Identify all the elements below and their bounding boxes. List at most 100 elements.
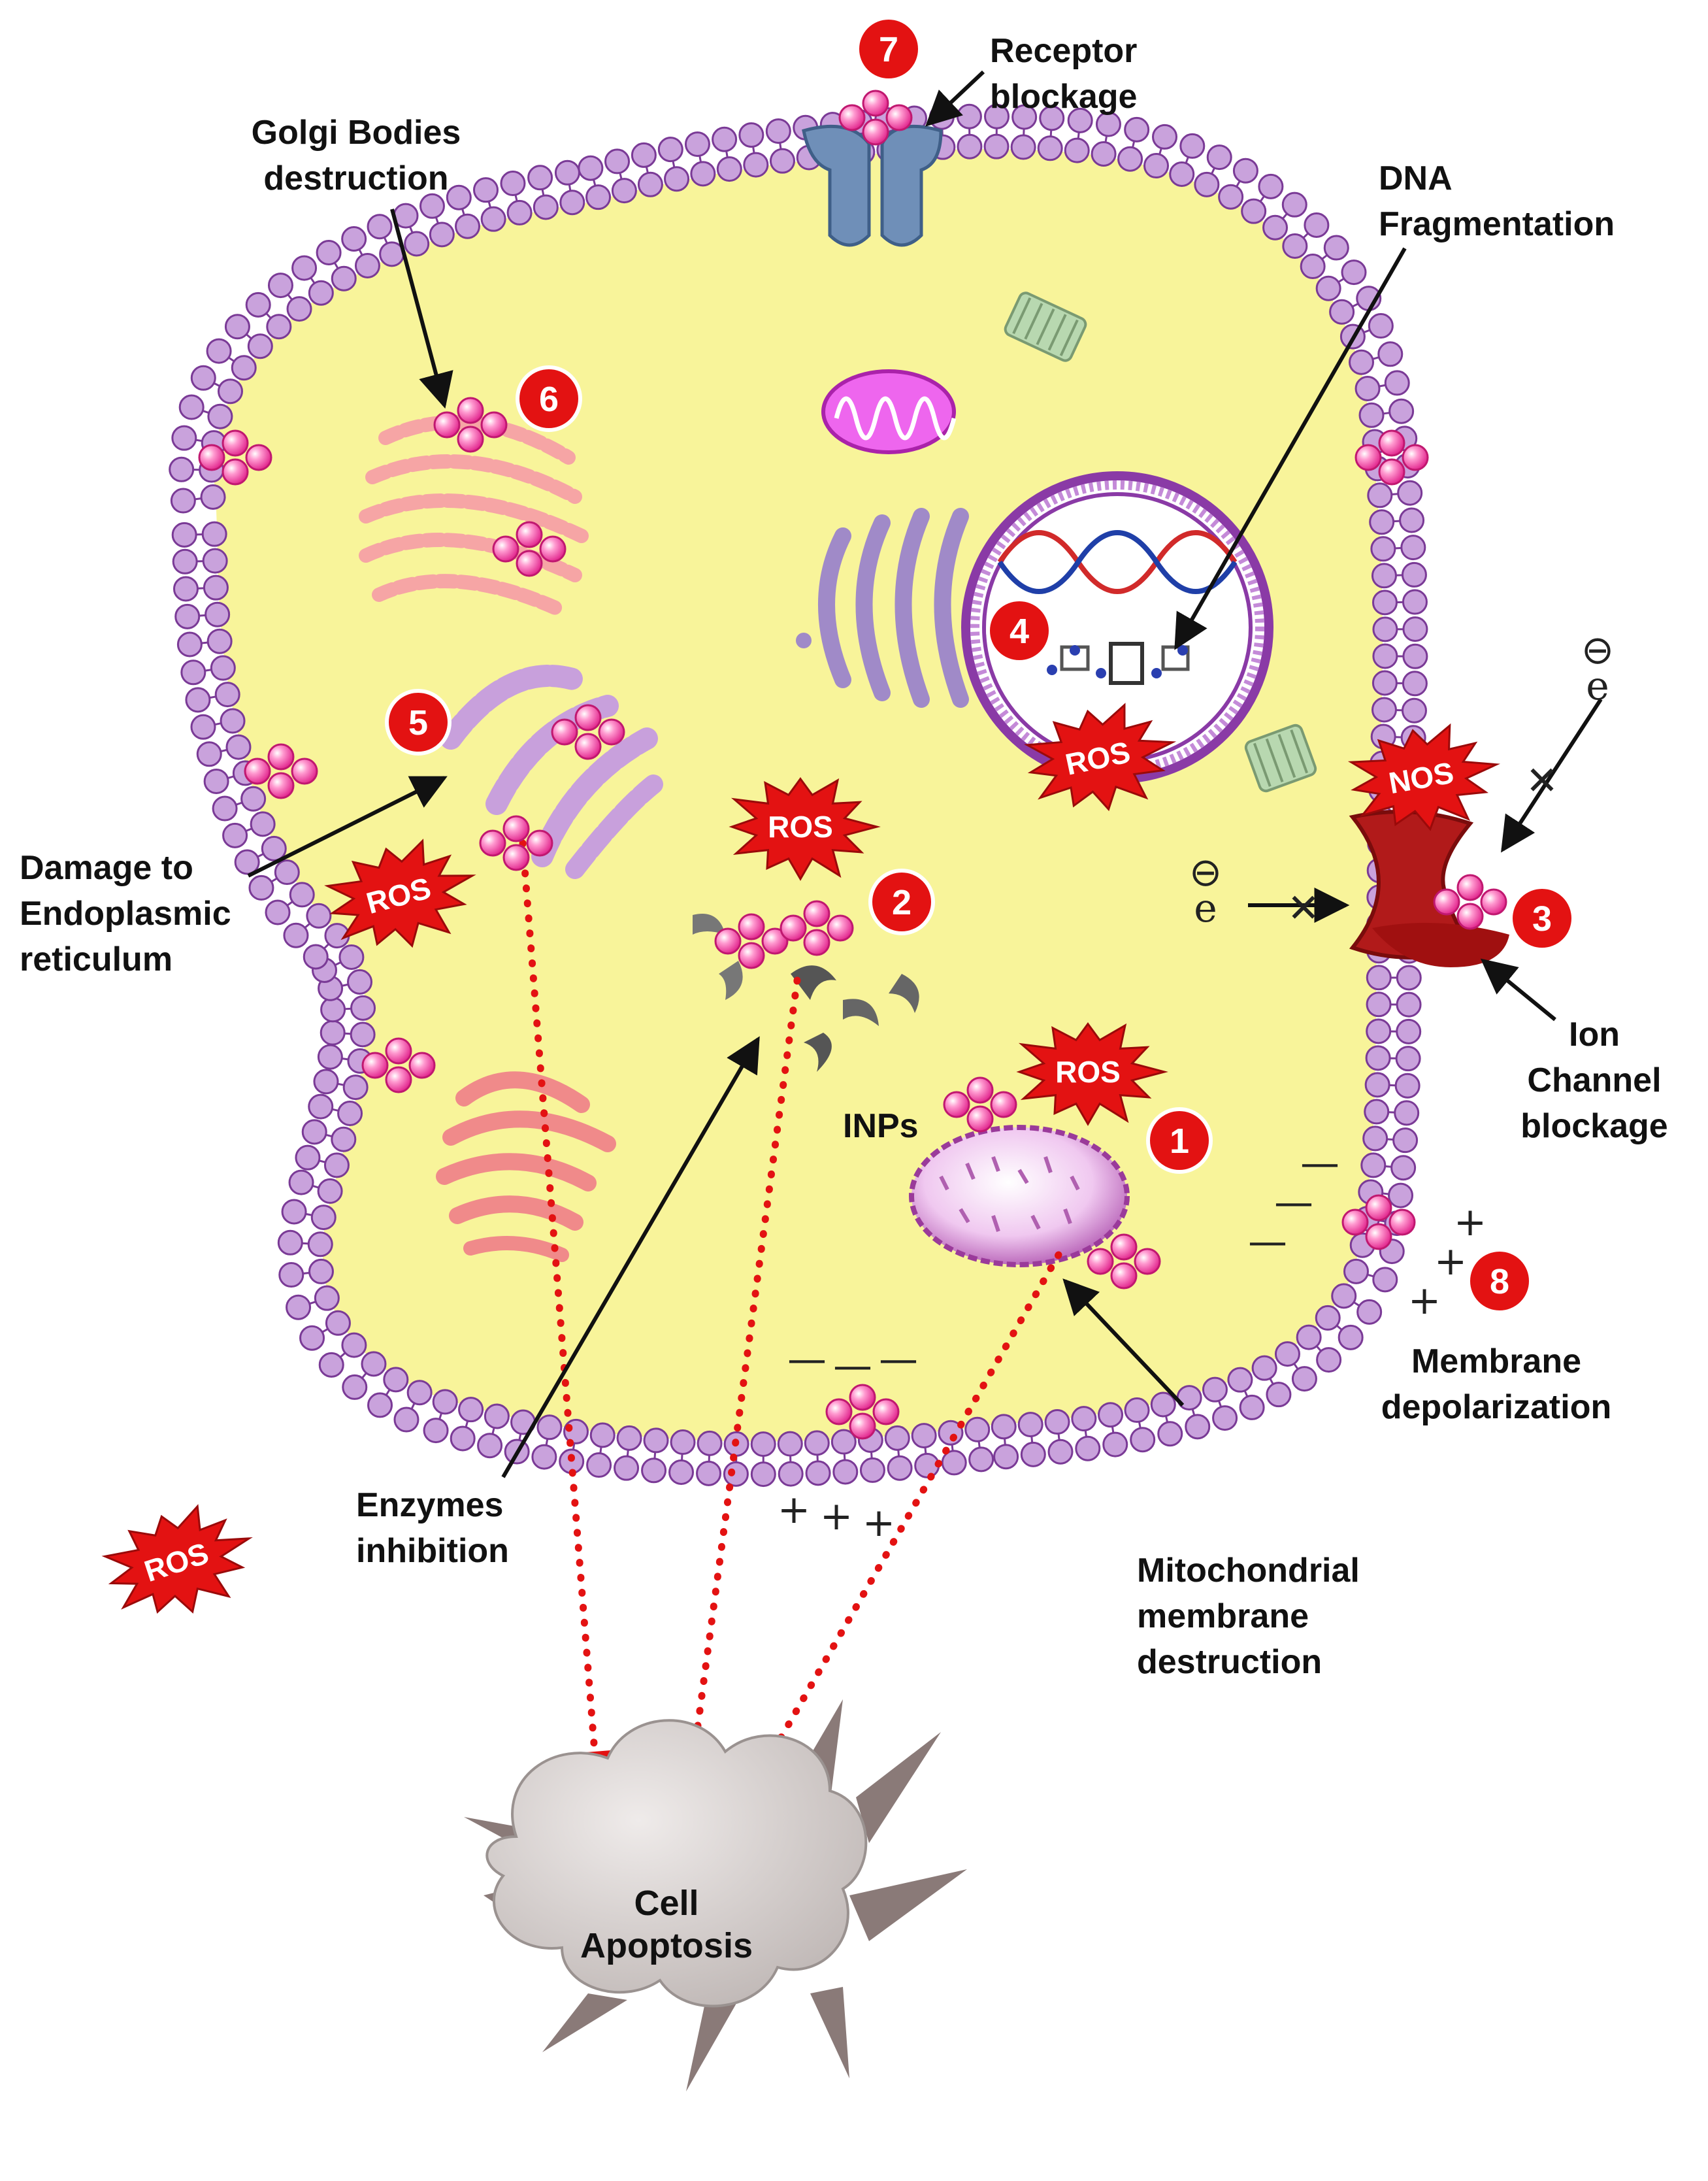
step-badge-3: 3	[1511, 887, 1573, 950]
nanoparticle	[363, 1053, 387, 1078]
nanoparticle	[827, 1399, 851, 1424]
lipid-head	[1373, 644, 1397, 668]
lipid-head	[1356, 376, 1379, 400]
lipid-head	[290, 883, 314, 907]
lipid-head	[806, 1461, 830, 1485]
lipid-head	[325, 1154, 348, 1177]
apoptosis-label: Cell	[634, 1884, 698, 1923]
nanoparticle	[968, 1078, 993, 1103]
lipid-head	[565, 1420, 588, 1443]
lipid-head	[751, 1463, 775, 1486]
ros-label: ROS	[1055, 1055, 1121, 1089]
nanoparticle	[739, 914, 764, 939]
nanoparticle	[269, 744, 293, 769]
lipid-head	[174, 577, 197, 601]
nanoparticle	[576, 734, 600, 759]
lipid-head	[1345, 1259, 1368, 1283]
lipid-head	[172, 523, 196, 546]
lipid-head	[691, 162, 715, 186]
lipid-head	[447, 186, 470, 209]
lipid-head	[533, 1445, 556, 1469]
lipid-head	[1317, 1348, 1341, 1372]
lipid-head	[1045, 1410, 1069, 1434]
lipid-head	[332, 1127, 355, 1151]
lipid-head	[478, 1434, 502, 1457]
lipid-head	[1330, 300, 1354, 324]
er-label: reticulum	[20, 941, 172, 978]
nanoparticle	[804, 930, 829, 955]
nanoparticle	[991, 1092, 1016, 1117]
lipid-head	[779, 1462, 802, 1486]
lipid-head	[529, 166, 552, 190]
lipid-head	[362, 1352, 386, 1376]
plus-sign: +	[862, 1500, 895, 1546]
lipid-head	[307, 904, 331, 927]
lipid-head	[1292, 1367, 1316, 1391]
lipid-head	[248, 335, 272, 358]
lipid-head	[1403, 672, 1426, 695]
nanoparticle	[874, 1399, 898, 1424]
golgi-label: destruction	[263, 159, 448, 197]
lipid-head	[482, 207, 505, 231]
lipid-head	[172, 426, 196, 450]
step-badge-1: 1	[1148, 1109, 1211, 1172]
lipid-head	[1362, 1154, 1385, 1177]
lipid-head	[1283, 193, 1306, 216]
nanoparticle	[386, 1067, 411, 1092]
lipid-head	[191, 366, 215, 390]
lipid-head	[420, 194, 444, 218]
lipid-head	[659, 138, 682, 161]
lipid-head	[211, 656, 235, 680]
lipid-head	[208, 629, 231, 653]
step-badge-2: 2	[870, 871, 933, 933]
lipid-head	[985, 135, 1008, 158]
lipid-head	[352, 996, 375, 1020]
mito-label: membrane	[1137, 1597, 1309, 1635]
lipid-head	[1021, 1442, 1045, 1466]
lipid-head	[321, 1021, 344, 1044]
nanoparticle	[482, 412, 506, 437]
lipid-head	[332, 267, 355, 290]
lipid-head	[713, 127, 736, 151]
lipid-head	[670, 1460, 693, 1484]
nanoparticle	[1366, 1195, 1391, 1220]
lipid-head	[1019, 1413, 1042, 1437]
ion-pointer-arrow	[1483, 961, 1555, 1020]
lipid-head	[1370, 510, 1394, 534]
lipid-head	[171, 489, 195, 512]
nanoparticle	[1481, 890, 1506, 914]
lipid-head	[685, 133, 709, 156]
lipid-head	[206, 603, 229, 626]
badge-number: 6	[539, 380, 559, 419]
lipid-head	[751, 1433, 775, 1456]
lipid-head	[1151, 1393, 1175, 1416]
electron-symbol: e	[1194, 886, 1217, 931]
lipid-head	[1402, 563, 1426, 586]
step-badge-4: 4	[988, 599, 1051, 662]
nanoparticle	[246, 445, 271, 470]
lipid-head	[1397, 1020, 1421, 1043]
lipid-head	[1242, 199, 1266, 223]
lipid-head	[315, 1286, 338, 1310]
lipid-head	[1394, 1129, 1417, 1152]
nanoparticle	[1458, 904, 1483, 929]
lipid-head	[289, 1171, 313, 1194]
lipid-head	[456, 214, 480, 238]
lipid-head	[170, 458, 193, 481]
ros-label: ROS	[768, 810, 833, 844]
ros-burst: ROS	[96, 1493, 265, 1633]
lipid-head	[885, 1426, 909, 1450]
cross-icon: ✕	[1526, 758, 1558, 804]
lipid-head	[1072, 1407, 1096, 1431]
nanoparticle	[540, 537, 565, 561]
lipid-head	[1398, 481, 1422, 505]
lipid-head	[173, 550, 197, 573]
lipid-head	[1264, 216, 1287, 239]
lipid-head	[221, 709, 244, 733]
lipid-head	[267, 315, 291, 339]
lipid-head	[591, 1423, 614, 1447]
lipid-head	[293, 256, 316, 280]
lipid-head	[1364, 1127, 1387, 1150]
nanoparticle	[386, 1039, 411, 1063]
badge-number: 4	[1010, 612, 1029, 651]
